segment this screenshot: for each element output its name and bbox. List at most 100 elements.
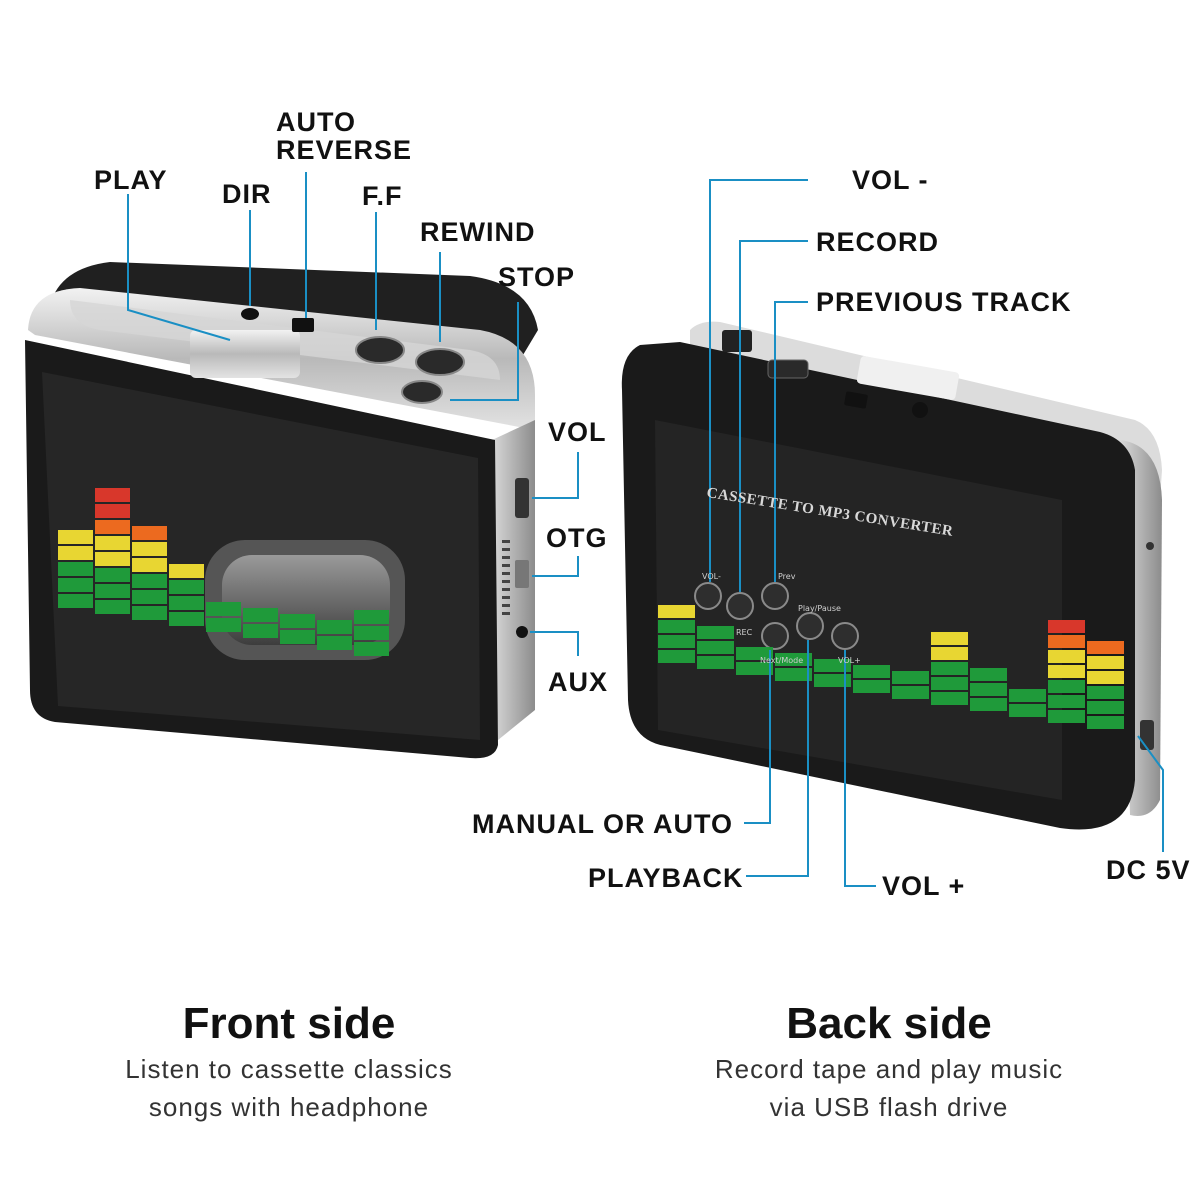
callout-auto-reverse-line2: REVERSE — [276, 135, 413, 165]
back-caption-line-2: via USB flash drive — [769, 1092, 1009, 1122]
front-vol-wheel — [515, 478, 529, 518]
eq-segment — [1087, 656, 1124, 669]
callout-ff: F.F — [362, 181, 403, 211]
front-aux-port — [516, 626, 528, 638]
callout-stop: STOP — [498, 262, 576, 292]
callout-otg: OTG — [546, 523, 608, 553]
eq-segment — [1087, 701, 1124, 714]
eq-segment — [95, 600, 130, 614]
eq-segment — [658, 650, 695, 663]
eq-segment — [354, 610, 389, 624]
eq-segment — [970, 698, 1007, 711]
eq-segment — [206, 602, 241, 616]
eq-segment — [697, 656, 734, 669]
eq-segment — [280, 614, 315, 628]
eq-segment — [970, 668, 1007, 681]
leader-line — [530, 631, 579, 656]
eq-segment — [354, 626, 389, 640]
eq-segment — [95, 520, 130, 534]
eq-segment — [892, 671, 929, 684]
eq-segment — [931, 662, 968, 675]
eq-segment — [206, 618, 241, 632]
back-label-vol: VOL- — [702, 572, 721, 581]
eq-segment — [1009, 689, 1046, 702]
back-btn-vol-minus — [694, 582, 722, 610]
eq-segment — [658, 635, 695, 648]
callout-vol-minus: VOL - — [852, 165, 929, 195]
back-caption-line-1: Record tape and play music — [714, 1054, 1064, 1084]
callout-rewind: REWIND — [420, 217, 536, 247]
eq-segment — [1048, 635, 1085, 648]
back-label-prev: Prev — [778, 572, 796, 581]
front-auto-reverse-switch — [292, 318, 314, 332]
leader-line — [844, 650, 876, 887]
leader-line — [774, 301, 808, 582]
eq-segment — [95, 536, 130, 550]
back-label-volplus: VOL+ — [838, 656, 861, 665]
back-btn-record — [726, 592, 754, 620]
leader-line — [450, 302, 519, 401]
eq-segment — [95, 488, 130, 502]
eq-segment — [853, 680, 890, 693]
eq-segment — [95, 568, 130, 582]
eq-segment — [317, 620, 352, 634]
eq-segment — [892, 686, 929, 699]
front-stop-key — [401, 380, 443, 404]
callout-manual-or-auto: MANUAL OR AUTO — [472, 809, 733, 839]
eq-segment — [970, 683, 1007, 696]
eq-segment — [853, 665, 890, 678]
back-buttons — [694, 582, 859, 650]
eq-segment — [1048, 695, 1085, 708]
eq-segment — [132, 526, 167, 540]
leader-line — [744, 650, 771, 824]
back-label-nextmode: Next/Mode — [760, 656, 804, 665]
callout-auto-reverse-line1: AUTO — [276, 107, 357, 137]
eq-segment — [354, 642, 389, 656]
front-otg-port — [515, 560, 529, 588]
back-btn-next-mode — [761, 622, 789, 650]
eq-segment — [814, 674, 851, 687]
eq-segment — [1009, 704, 1046, 717]
back-label-playpause: Play/Pause — [798, 604, 841, 613]
eq-segment — [169, 596, 204, 610]
eq-segment — [243, 608, 278, 622]
eq-segment — [931, 692, 968, 705]
eq-segment — [132, 574, 167, 588]
callout-dc-5v: DC 5V — [1106, 855, 1191, 885]
front-play-key — [190, 330, 300, 378]
leader-line — [739, 240, 808, 592]
callout-playback: PLAYBACK — [588, 863, 744, 893]
leader-lines — [127, 172, 1164, 887]
eq-segment — [58, 594, 93, 608]
front-dir-jack — [241, 308, 259, 320]
leader-line — [127, 194, 231, 341]
front-equalizer — [58, 488, 389, 656]
eq-segment — [1048, 620, 1085, 633]
front-caption-title: Front side — [182, 999, 396, 1048]
eq-segment — [697, 641, 734, 654]
eq-segment — [169, 612, 204, 626]
eq-segment — [58, 562, 93, 576]
eq-segment — [736, 647, 773, 660]
eq-segment — [931, 647, 968, 660]
eq-segment — [814, 659, 851, 672]
eq-segment — [658, 605, 695, 618]
eq-segment — [931, 632, 968, 645]
callout-play: PLAY — [94, 165, 168, 195]
callout-vol-plus: VOL + — [882, 871, 966, 901]
back-power-slider — [856, 356, 960, 400]
eq-segment — [658, 620, 695, 633]
eq-segment — [1087, 641, 1124, 654]
eq-segment — [132, 590, 167, 604]
leader-line — [1137, 735, 1164, 852]
eq-segment — [1087, 671, 1124, 684]
eq-segment — [58, 578, 93, 592]
eq-segment — [736, 662, 773, 675]
callout-aux: AUX — [548, 667, 609, 697]
eq-segment — [169, 580, 204, 594]
callout-vol: VOL — [548, 417, 607, 447]
back-equalizer — [658, 605, 1124, 729]
callout-dir: DIR — [222, 179, 272, 209]
back-caption: Back side Record tape and play music via… — [609, 998, 1169, 1126]
